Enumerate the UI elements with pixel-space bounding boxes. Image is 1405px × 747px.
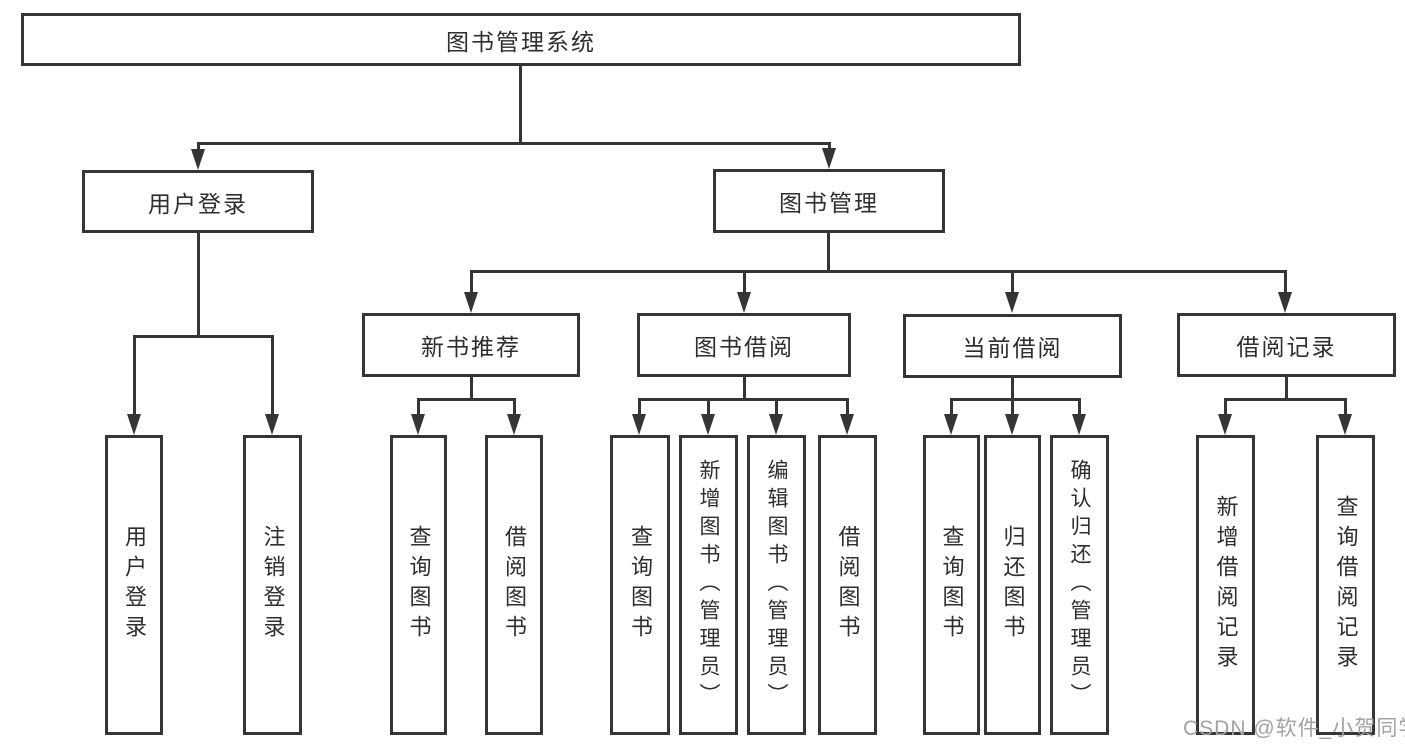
node-new-book-recommend: 新书推荐 xyxy=(362,313,580,377)
arrowhead xyxy=(411,414,425,435)
leaf-user-login: 用户登录 xyxy=(105,435,163,735)
leaf-add-book-admin-label: 新增图书（管理员） xyxy=(697,459,720,711)
node-root-label: 图书管理系统 xyxy=(446,28,596,55)
connector-line xyxy=(197,233,200,335)
connector-line xyxy=(743,270,746,294)
leaf-logout-login: 注销登录 xyxy=(243,435,302,735)
arrowhead xyxy=(737,292,751,313)
node-book-management: 图书管理 xyxy=(713,169,945,233)
leaf-add-borrow-record: 新增借阅记录 xyxy=(1196,435,1255,735)
leaf-borrow-books-label: 借阅图书 xyxy=(502,525,527,645)
connector-line xyxy=(638,398,849,401)
connector-line xyxy=(1011,398,1014,415)
connector-line xyxy=(1011,270,1014,294)
leaf-confirm-return-admin: 确认归还（管理员） xyxy=(1050,435,1109,735)
connector-line xyxy=(417,398,420,415)
connector-line xyxy=(1344,398,1347,415)
node-book-management-label: 图书管理 xyxy=(779,190,879,216)
arrowhead xyxy=(1005,292,1019,313)
connector-line xyxy=(1078,398,1081,415)
connector-line xyxy=(470,377,473,399)
connector-line xyxy=(743,377,746,399)
leaf-borrow-books: 借阅图书 xyxy=(818,435,877,735)
connector-line xyxy=(197,142,831,145)
leaf-edit-book-admin: 编辑图书（管理员） xyxy=(747,435,806,735)
arrowhead xyxy=(1072,414,1086,435)
node-book-borrow-label: 图书借阅 xyxy=(694,334,794,360)
node-borrow-record: 借阅记录 xyxy=(1177,313,1396,377)
connector-line xyxy=(828,142,831,152)
node-user-login: 用户登录 xyxy=(82,170,314,233)
leaf-query-books-recommend: 查询图书 xyxy=(390,435,447,735)
node-current-borrow: 当前借阅 xyxy=(903,314,1122,378)
arrowhead xyxy=(1278,292,1292,313)
arrowhead xyxy=(1338,414,1352,435)
arrowhead xyxy=(632,414,646,435)
node-new-book-recommend-label: 新书推荐 xyxy=(421,334,521,360)
arrowhead xyxy=(944,414,958,435)
node-book-borrow: 图书借阅 xyxy=(637,313,851,377)
connector-line xyxy=(133,335,136,415)
connector-line xyxy=(846,398,849,415)
arrowhead xyxy=(507,414,521,435)
arrowhead xyxy=(464,292,478,313)
connector-line xyxy=(133,335,274,338)
connector-line xyxy=(1284,270,1287,294)
leaf-add-book-admin: 新增图书（管理员） xyxy=(679,435,738,735)
arrowhead xyxy=(822,148,836,169)
leaf-query-books-label: 查询图书 xyxy=(628,525,653,645)
connector-line xyxy=(950,398,1081,401)
leaf-query-books-label: 查询图书 xyxy=(406,525,432,645)
connector-line xyxy=(1011,378,1014,399)
connector-line xyxy=(513,398,516,415)
leaf-query-books-borrow: 查询图书 xyxy=(610,435,670,735)
connector-line xyxy=(417,398,516,401)
arrowhead xyxy=(127,414,141,435)
arrowhead xyxy=(1005,414,1019,435)
arrowhead xyxy=(191,149,205,170)
connector-line xyxy=(470,270,473,294)
node-current-borrow-label: 当前借阅 xyxy=(962,335,1063,361)
connector-line xyxy=(1224,398,1227,415)
leaf-borrow-books-label: 借阅图书 xyxy=(835,525,861,645)
connector-line xyxy=(827,233,830,270)
connector-line xyxy=(197,142,200,152)
connector-line xyxy=(775,398,778,415)
arrowhead xyxy=(840,414,854,435)
leaf-edit-book-admin-label: 编辑图书（管理员） xyxy=(765,459,788,711)
arrowhead xyxy=(265,414,279,435)
connector-line xyxy=(707,398,710,415)
arrowhead xyxy=(1218,414,1232,435)
leaf-logout-login-label: 注销登录 xyxy=(260,525,286,645)
watermark: CSDN @软件_小贺同学 xyxy=(1183,717,1405,740)
leaf-return-books: 归还图书 xyxy=(984,435,1041,735)
leaf-query-books-label: 查询图书 xyxy=(939,525,965,645)
connector-line xyxy=(950,398,953,415)
connector-line xyxy=(638,398,641,415)
leaf-query-borrow-record-label: 查询借阅记录 xyxy=(1333,495,1359,675)
arrowhead xyxy=(701,414,715,435)
connector-line xyxy=(1285,377,1288,399)
node-borrow-record-label: 借阅记录 xyxy=(1236,334,1337,360)
connector-line xyxy=(271,335,274,415)
leaf-borrow-books-recommend: 借阅图书 xyxy=(485,435,543,735)
connector-line xyxy=(519,66,522,142)
node-root: 图书管理系统 xyxy=(21,13,1021,66)
leaf-query-borrow-record: 查询借阅记录 xyxy=(1316,435,1375,735)
connector-line xyxy=(470,270,1287,273)
leaf-return-books-label: 归还图书 xyxy=(1000,525,1026,645)
leaf-user-login-label: 用户登录 xyxy=(122,525,147,645)
arrowhead xyxy=(769,414,783,435)
connector-line xyxy=(1224,398,1347,401)
leaf-add-borrow-record-label: 新增借阅记录 xyxy=(1213,495,1239,675)
leaf-confirm-return-admin-label: 确认归还（管理员） xyxy=(1068,459,1091,711)
leaf-query-books-current: 查询图书 xyxy=(923,435,980,735)
node-user-login-label: 用户登录 xyxy=(148,190,248,217)
